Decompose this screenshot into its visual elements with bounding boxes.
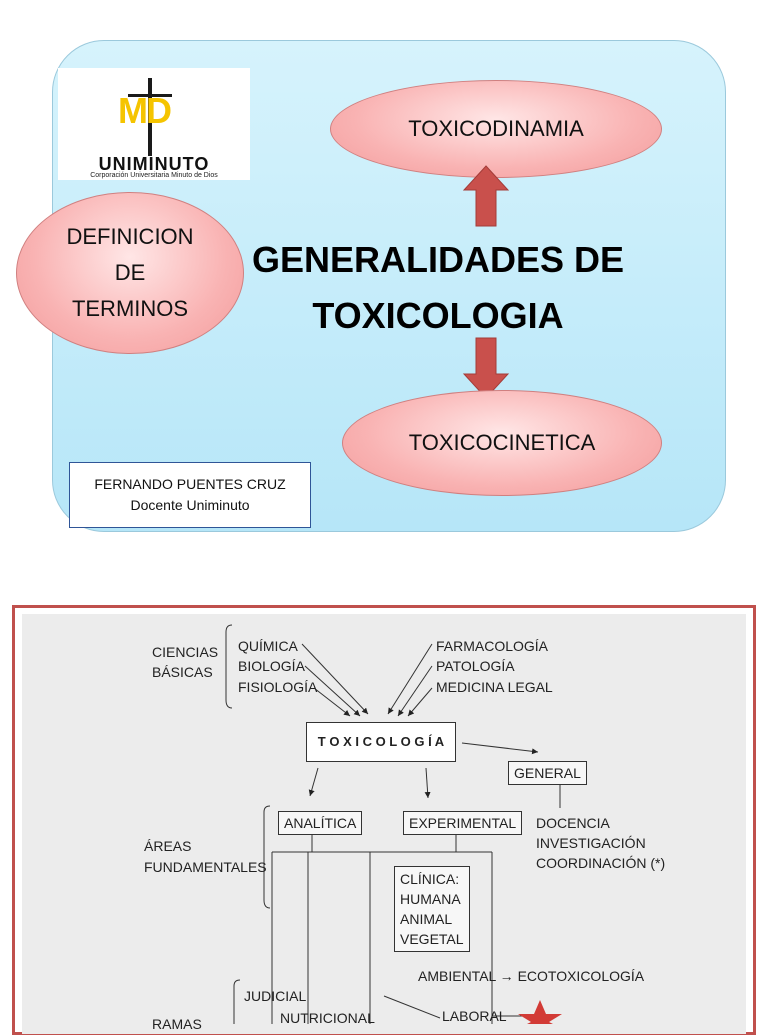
main-title: GENERALIDADES DE TOXICOLOGIA	[238, 232, 638, 344]
arrow-down-icon	[462, 337, 510, 399]
areas-label: ÁREAS	[144, 838, 192, 854]
coordinacion-label: COORDINACIÓN (*)	[536, 855, 666, 871]
author-name: FERNANDO PUENTES CRUZ	[94, 476, 286, 492]
toxicodinamia-label: TOXICODINAMIA	[408, 116, 584, 141]
fisiologia-label: FISIOLOGÍA	[238, 679, 318, 695]
toxicocinetica-ellipse: TOXICOCINETICA	[342, 390, 662, 496]
uniminuto-logo: MD UNIMINUTO Corporación Universitaria M…	[58, 68, 250, 180]
star-icon	[518, 1000, 562, 1024]
logo-name: UNIMINUTO	[98, 154, 210, 174]
diagram-panel	[22, 614, 746, 1034]
laboral-label: LABORAL	[442, 1008, 507, 1024]
definicion-ellipse: DEFINICION DE TERMINOS	[16, 192, 244, 354]
arrow-up-icon	[462, 165, 510, 227]
ciencias-label: CIENCIAS	[152, 644, 219, 660]
docencia-label: DOCENCIA	[536, 815, 610, 831]
toxicocinetica-label: TOXICOCINETICA	[408, 430, 596, 455]
definicion-line-1: DEFINICION	[66, 224, 194, 249]
ambiental-label: AMBIENTAL → ECOTOXICOLOGÍA	[418, 968, 645, 984]
medicina-legal-label: MEDICINA LEGAL	[436, 679, 553, 695]
investigacion-label: INVESTIGACIÓN	[536, 835, 646, 851]
author-box: FERNANDO PUENTES CRUZ Docente Uniminuto	[69, 462, 311, 528]
biologia-label: BIOLOGÍA	[238, 658, 305, 674]
basicas-label: BÁSICAS	[152, 664, 213, 680]
clinica-line-3: ANIMAL	[400, 911, 453, 927]
experimental-box: EXPERIMENTAL	[403, 811, 523, 835]
quimica-label: QUÍMICA	[238, 638, 298, 654]
toxicologia-box: T O X I C O L O G Í A	[306, 722, 456, 762]
author-role: Docente Uniminuto	[130, 497, 250, 513]
nutricional-label: NUTRICIONAL	[280, 1010, 375, 1026]
farmacologia-label: FARMACOLOGÍA	[436, 638, 549, 654]
clinica-line-1: CLÍNICA:	[400, 871, 460, 887]
clinica-box: CLÍNICA: HUMANA ANIMAL VEGETAL	[394, 866, 470, 952]
judicial-label: JUDICIAL	[244, 988, 307, 1004]
fundamentales-label: FUNDAMENTALES	[144, 859, 267, 875]
clinica-line-2: HUMANA	[400, 891, 461, 907]
ciencias-brace	[225, 624, 233, 709]
logo-cross-icon	[148, 78, 152, 156]
ramas-label: RAMAS	[152, 1016, 202, 1032]
logo-mark: MD	[118, 90, 172, 131]
clinica-line-4: VEGETAL	[400, 931, 464, 947]
general-box: GENERAL	[508, 761, 587, 785]
main-title-line-1: GENERALIDADES DE	[251, 239, 625, 280]
definicion-line-3: TERMINOS	[71, 296, 189, 321]
logo-subtitle: Corporación Universitaria Minuto de Dios	[90, 172, 218, 179]
logo-cross-bar	[128, 94, 172, 97]
definicion-line-2: DE	[114, 260, 146, 285]
analitica-box: ANALÍTICA	[278, 811, 363, 835]
areas-brace	[263, 805, 271, 909]
patologia-label: PATOLOGÍA	[436, 658, 515, 674]
main-title-line-2: TOXICOLOGIA	[312, 295, 564, 336]
toxicodinamia-ellipse: TOXICODINAMIA	[330, 80, 662, 178]
